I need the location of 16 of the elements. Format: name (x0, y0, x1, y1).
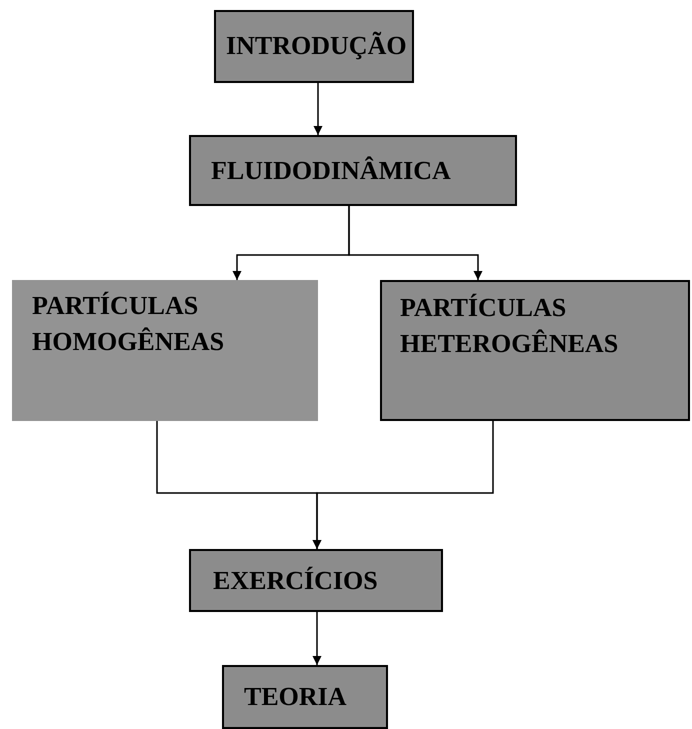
box-label: EXERCÍCIOS (213, 565, 378, 597)
box-label: PARTÍCULAS HOMOGÊNEAS (32, 290, 226, 358)
box-label: PARTÍCULAS HETEROGÊNEAS (400, 292, 620, 360)
process-box (12, 280, 318, 421)
process-box (189, 549, 443, 612)
process-box (222, 665, 388, 729)
process-box (380, 280, 690, 421)
box-label: FLUIDODINÂMICA (211, 155, 451, 187)
box-label: TEORIA (244, 681, 347, 713)
box-label: INTRODUÇÃO (226, 30, 407, 62)
arrow (348, 206, 482, 280)
arrow (314, 83, 322, 135)
process-box (189, 135, 517, 206)
process-box (214, 10, 414, 83)
arrow (312, 421, 494, 549)
arrow (312, 612, 322, 665)
